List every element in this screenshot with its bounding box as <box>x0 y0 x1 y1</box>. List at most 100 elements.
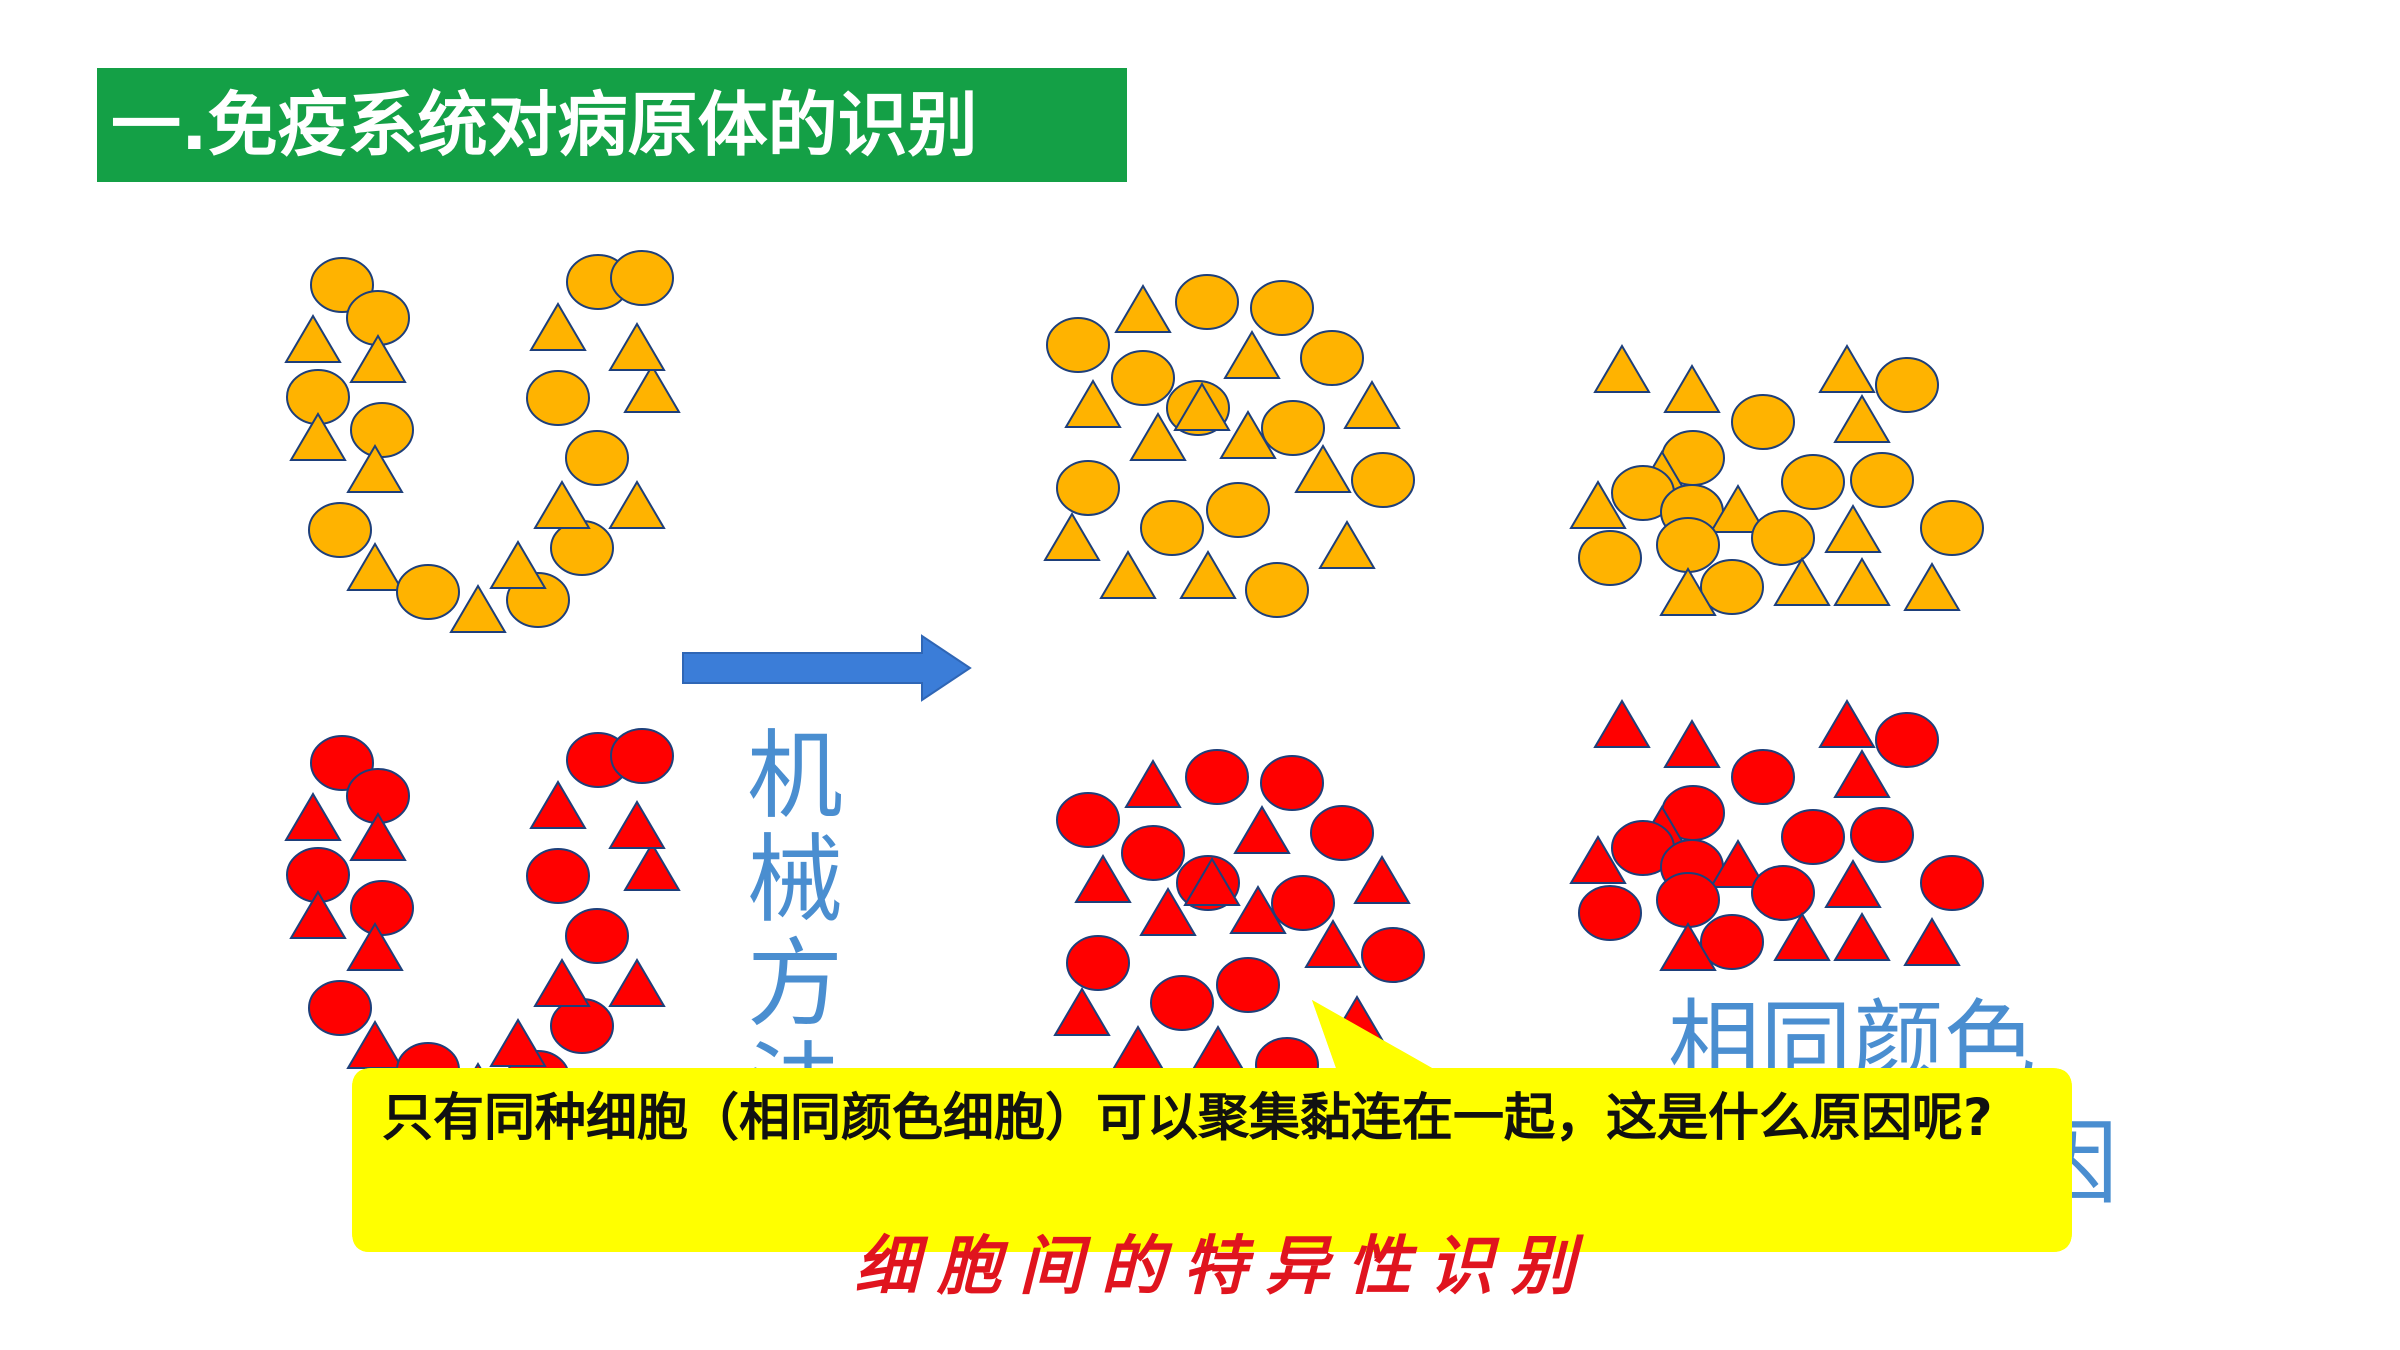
round-cell <box>1185 749 1249 805</box>
round-cell <box>1731 394 1795 450</box>
triangle-cell <box>1064 379 1122 428</box>
triangle-cell <box>284 314 342 363</box>
triangle-cell <box>1304 919 1362 968</box>
triangle-cell <box>289 890 347 939</box>
round-cell <box>1261 400 1325 456</box>
round-cell <box>1781 454 1845 510</box>
triangle-cell <box>1824 859 1882 908</box>
triangle-cell <box>1593 699 1651 748</box>
round-cell <box>1121 825 1185 881</box>
round-cell <box>1656 872 1720 928</box>
round-cell <box>1351 452 1415 508</box>
method-label-char: 机 <box>747 720 843 832</box>
triangle-cell <box>289 412 347 461</box>
triangle-cell <box>1818 699 1876 748</box>
triangle-cell <box>1074 854 1132 903</box>
round-cell <box>1781 809 1845 865</box>
method-label-char: 方 <box>747 928 843 1040</box>
triangle-cell <box>1114 284 1172 333</box>
triangle-cell <box>608 800 666 849</box>
triangle-cell <box>1183 857 1241 906</box>
triangle-cell <box>1593 344 1651 393</box>
round-cell <box>1150 975 1214 1031</box>
triangle-cell <box>1663 719 1721 768</box>
triangle-cell <box>1129 412 1187 461</box>
method-label-char: 械 <box>747 824 843 936</box>
triangle-cell <box>1294 444 1352 493</box>
round-cell <box>1260 755 1324 811</box>
red-cells-reaggregated <box>1569 699 1984 971</box>
triangle-cell <box>1343 380 1401 429</box>
triangle-cell <box>608 480 666 529</box>
round-cell <box>1245 562 1309 618</box>
round-cell <box>1875 357 1939 413</box>
yellow-cells-dispersed <box>1043 274 1415 618</box>
round-cell <box>565 430 629 486</box>
triangle-cell <box>533 480 591 529</box>
round-cell <box>1920 500 1984 556</box>
triangle-cell <box>346 444 404 493</box>
round-cell <box>1578 885 1642 941</box>
triangle-cell <box>1833 749 1891 798</box>
round-cell <box>1656 517 1720 573</box>
round-cell <box>1751 865 1815 921</box>
triangle-cell <box>608 322 666 371</box>
triangle-cell <box>1824 504 1882 553</box>
round-cell <box>1056 792 1120 848</box>
round-cell <box>565 908 629 964</box>
round-cell <box>1361 927 1425 983</box>
round-cell <box>1850 807 1914 863</box>
slide-title: 一.免疫系统对病原体的识别 <box>111 84 978 166</box>
title-banner: 一.免疫系统对病原体的识别 <box>97 68 1127 182</box>
triangle-cell <box>608 958 666 1007</box>
round-cell <box>1066 935 1130 991</box>
triangle-cell <box>489 540 547 589</box>
process-arrow-icon <box>682 634 972 702</box>
yellow-cells-u-shape <box>284 250 681 633</box>
round-cell <box>1216 957 1280 1013</box>
round-cell <box>1920 855 1984 911</box>
round-cell <box>610 728 674 784</box>
triangle-cell <box>1773 912 1831 961</box>
triangle-cell <box>1903 917 1961 966</box>
triangle-cell <box>1043 512 1101 561</box>
triangle-cell <box>533 958 591 1007</box>
round-cell <box>1751 510 1815 566</box>
triangle-cell <box>1709 484 1767 533</box>
triangle-cell <box>623 842 681 891</box>
round-cell <box>1731 749 1795 805</box>
triangle-cell <box>1569 835 1627 884</box>
triangle-cell <box>1223 330 1281 379</box>
triangle-cell <box>1818 344 1876 393</box>
triangle-cell <box>449 584 507 633</box>
triangle-cell <box>1569 480 1627 529</box>
triangle-cell <box>529 780 587 829</box>
triangle-cell <box>1179 550 1237 599</box>
method-label: 机 械 方 法 <box>740 728 850 1144</box>
triangle-cell <box>1659 567 1717 616</box>
round-cell <box>610 250 674 306</box>
triangle-cell <box>1189 1025 1247 1074</box>
triangle-cell <box>1173 382 1231 431</box>
triangle-cell <box>284 792 342 841</box>
round-cell <box>1250 280 1314 336</box>
round-cell <box>308 980 372 1036</box>
triangle-cell <box>1659 922 1717 971</box>
round-cell <box>1140 500 1204 556</box>
round-cell <box>1578 530 1642 586</box>
triangle-cell <box>1229 885 1287 934</box>
triangle-cell <box>1053 987 1111 1036</box>
round-cell <box>526 370 590 426</box>
triangle-cell <box>1109 1025 1167 1074</box>
triangle-cell <box>1833 394 1891 443</box>
answer-text: 细胞间的特异性识别 <box>855 1229 1593 1304</box>
round-cell <box>1310 805 1374 861</box>
triangle-cell <box>489 1018 547 1067</box>
round-cell <box>1046 317 1110 373</box>
red-cells-u-shape <box>284 728 681 1111</box>
triangle-cell <box>349 812 407 861</box>
triangle-cell <box>1233 805 1291 854</box>
round-cell <box>350 880 414 936</box>
round-cell <box>1175 274 1239 330</box>
